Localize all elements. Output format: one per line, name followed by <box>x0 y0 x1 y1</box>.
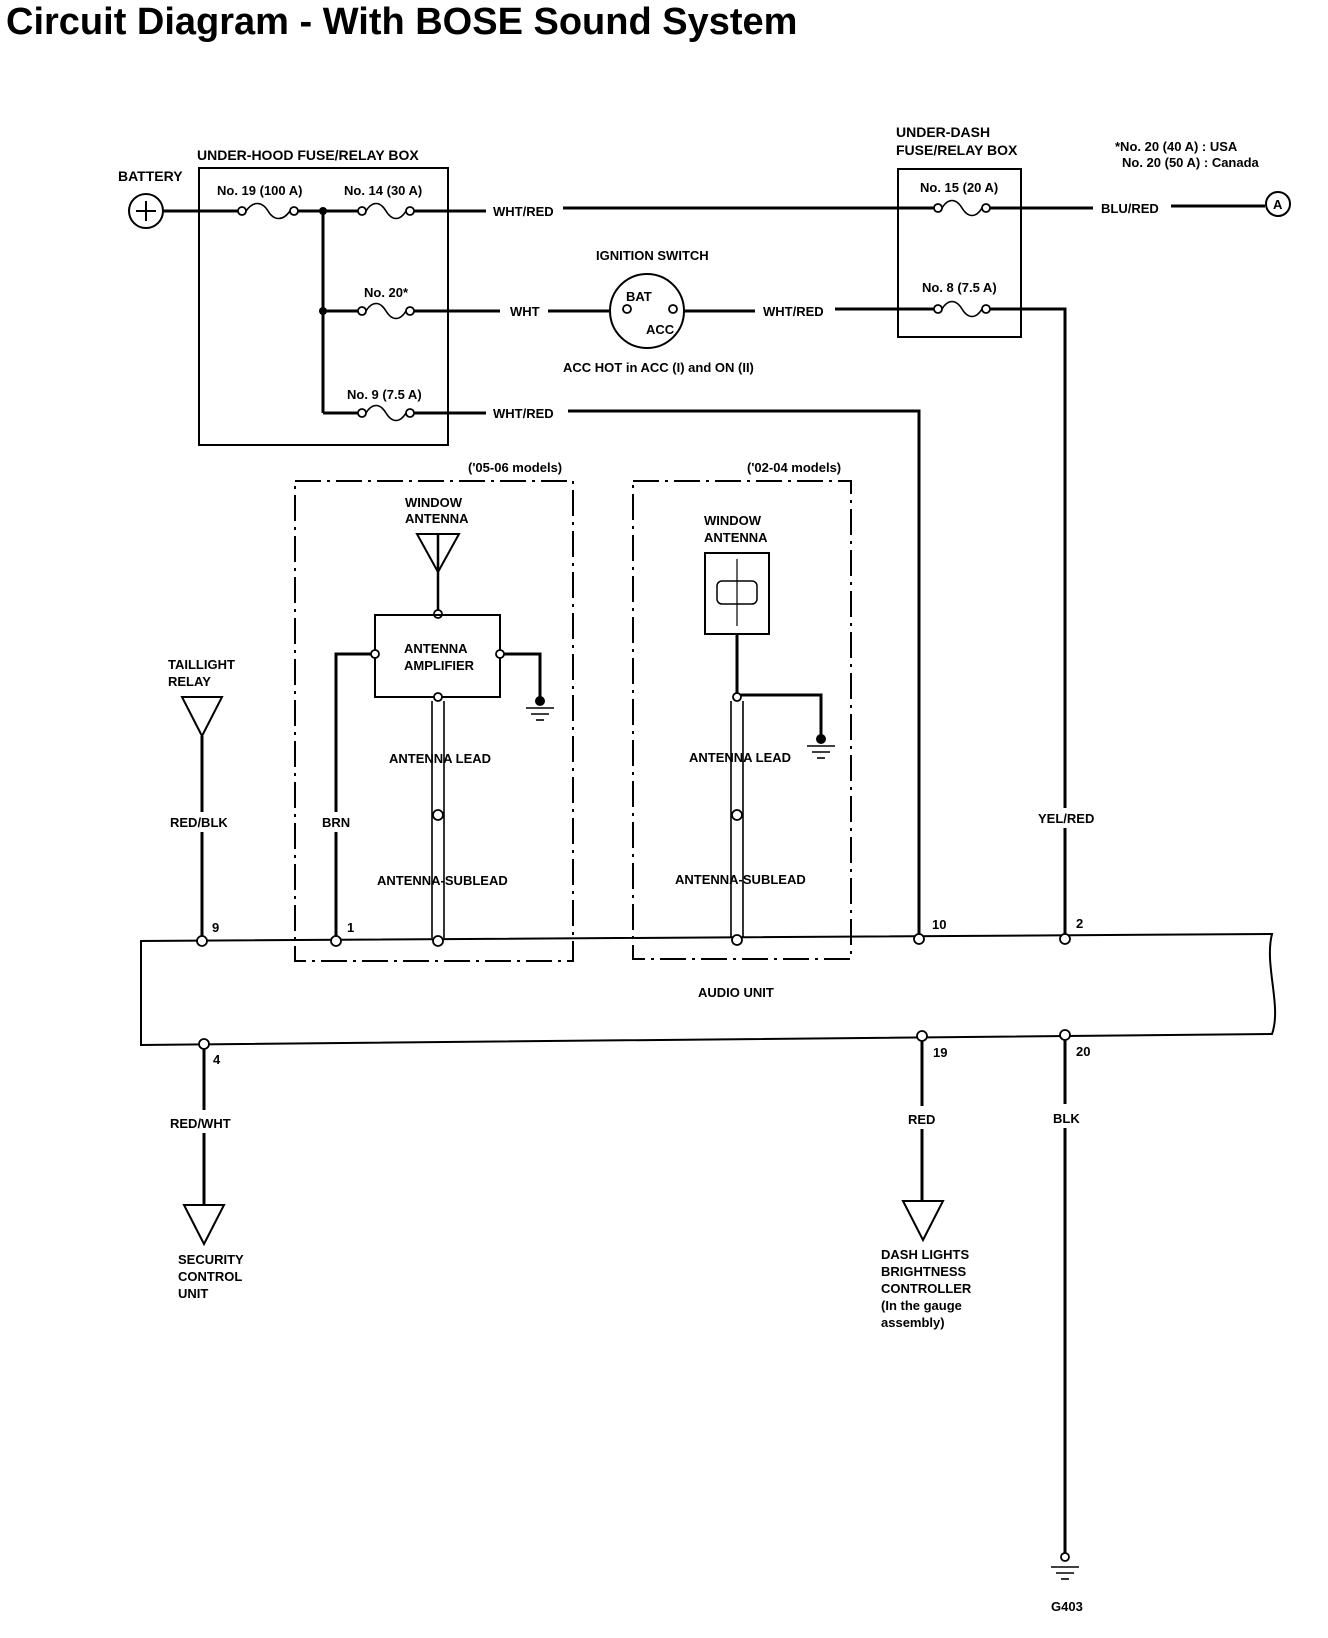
pin-9 <box>196 935 208 947</box>
antenna-amplifier <box>374 614 501 698</box>
wire-label-blk: BLK <box>1053 1111 1080 1126</box>
models-0506-box <box>294 480 574 962</box>
pin-4 <box>198 1038 210 1050</box>
battery-symbol <box>128 193 164 229</box>
fuse-8-label: No. 8 (7.5 A) <box>922 280 997 295</box>
fuse-14 <box>357 202 415 220</box>
antenna-amp-label-2: AMPLIFIER <box>404 658 475 673</box>
footnote-canada: No. 20 (50 A) : Canada <box>1122 155 1260 170</box>
pin-10 <box>913 933 925 945</box>
connector-a <box>1265 191 1291 217</box>
wire-label-yel-red: YEL/RED <box>1038 811 1094 826</box>
fuse-14-label: No. 14 (30 A) <box>344 183 422 198</box>
wire-label-wht: WHT <box>510 304 540 319</box>
pin-2-label: 2 <box>1076 916 1083 931</box>
dash-controller-label-5: assembly) <box>881 1315 945 1330</box>
pin-10-label: 10 <box>932 917 946 932</box>
wire-label-brn: BRN <box>322 815 350 830</box>
antenna-sublead-0506-label: ANTENNA-SUBLEAD <box>377 873 508 888</box>
window-antenna-0204-label-1: WINDOW <box>704 513 762 528</box>
antenna-amp-label-1: ANTENNA <box>404 641 468 656</box>
fuse-20-label: No. 20* <box>364 285 409 300</box>
window-antenna-0204-label-2: ANTENNA <box>704 530 768 545</box>
dash-controller-label-3: CONTROLLER <box>881 1281 972 1296</box>
fuse-15 <box>933 199 991 217</box>
page-title: Circuit Diagram - With BOSE Sound System <box>6 1 797 43</box>
dash-controller-label-1: DASH LIGHTS <box>881 1247 969 1262</box>
wire-label-blu-red: BLU/RED <box>1101 201 1159 216</box>
wire-label-wht-red-fuse9: WHT/RED <box>493 406 554 421</box>
ground-symbol-0204 <box>807 734 835 759</box>
models-0204-label: ('02-04 models) <box>747 460 841 475</box>
ignition-bat-label: BAT <box>626 289 652 304</box>
wire-label-wht-red-ign: WHT/RED <box>763 304 824 319</box>
pin-1-label: 1 <box>347 920 354 935</box>
ignition-switch-label: IGNITION SWITCH <box>596 248 709 263</box>
taillight-relay-label-1: TAILLIGHT <box>168 657 235 672</box>
security-unit-label-1: SECURITY <box>178 1252 244 1267</box>
security-unit-symbol <box>182 1204 226 1247</box>
pin-19 <box>916 1030 928 1042</box>
pin-4-label: 4 <box>213 1052 221 1067</box>
models-0506-label: ('05-06 models) <box>468 460 562 475</box>
connector-a-label: A <box>1273 197 1283 212</box>
pin-1 <box>330 935 342 947</box>
wire-label-red-blk: RED/BLK <box>170 815 228 830</box>
underhood-box-label: UNDER-HOOD FUSE/RELAY BOX <box>197 147 419 163</box>
footnote-usa: *No. 20 (40 A) : USA <box>1115 139 1238 154</box>
battery-label: BATTERY <box>118 168 183 184</box>
security-unit-label-3: UNIT <box>178 1286 208 1301</box>
taillight-relay-label-2: RELAY <box>168 674 211 689</box>
taillight-relay-symbol <box>180 696 224 739</box>
dash-controller-symbol <box>901 1200 945 1243</box>
pin-9-label: 9 <box>212 920 219 935</box>
underdash-box-label-2: FUSE/RELAY BOX <box>896 142 1018 158</box>
pin-2 <box>1059 933 1071 945</box>
wire-label-red-wht: RED/WHT <box>170 1116 231 1131</box>
ignition-acc-label: ACC <box>646 322 675 337</box>
ground-symbol-amp <box>526 696 554 721</box>
audio-unit-label: AUDIO UNIT <box>698 985 774 1000</box>
security-unit-label-2: CONTROL <box>178 1269 242 1284</box>
fuse-9-label: No. 9 (7.5 A) <box>347 387 422 402</box>
fuse-8 <box>933 300 991 318</box>
pin-20 <box>1059 1029 1071 1041</box>
fuse-9 <box>357 404 415 422</box>
acc-hot-note: ACC HOT in ACC (I) and ON (II) <box>563 360 754 375</box>
pin-antenna-0506 <box>432 935 444 947</box>
window-antenna-0506-label-2: ANTENNA <box>405 511 469 526</box>
ground-g403-label: G403 <box>1051 1599 1083 1614</box>
audio-unit <box>140 932 1277 1047</box>
dash-controller-label-2: BRIGHTNESS <box>881 1264 967 1279</box>
window-antenna-0506-symbol <box>415 533 461 619</box>
underdash-box-label-1: UNDER-DASH <box>896 124 990 140</box>
pin-antenna-0204 <box>731 934 743 946</box>
wire-label-wht-red-top: WHT/RED <box>493 204 554 219</box>
models-0204-box <box>632 480 852 960</box>
antenna-lead-0204-label: ANTENNA LEAD <box>689 750 791 765</box>
window-antenna-0204-symbol <box>704 552 770 635</box>
underhood-fuse-relay-box <box>198 167 449 446</box>
wire-label-red: RED <box>908 1112 935 1127</box>
fuse-19 <box>237 202 299 220</box>
ground-g403-symbol <box>1051 1552 1079 1580</box>
underdash-fuse-relay-box <box>897 168 1022 338</box>
fuse-20 <box>357 302 415 320</box>
antenna-lead-0506-label: ANTENNA LEAD <box>389 751 491 766</box>
pin-20-label: 20 <box>1076 1044 1090 1059</box>
fuse-19-label: No. 19 (100 A) <box>217 183 303 198</box>
window-antenna-0506-label-1: WINDOW <box>405 495 463 510</box>
antenna-sublead-0204-label: ANTENNA-SUBLEAD <box>675 872 806 887</box>
fuse-15-label: No. 15 (20 A) <box>920 180 998 195</box>
dash-controller-label-4: (In the gauge <box>881 1298 962 1313</box>
pin-19-label: 19 <box>933 1045 947 1060</box>
